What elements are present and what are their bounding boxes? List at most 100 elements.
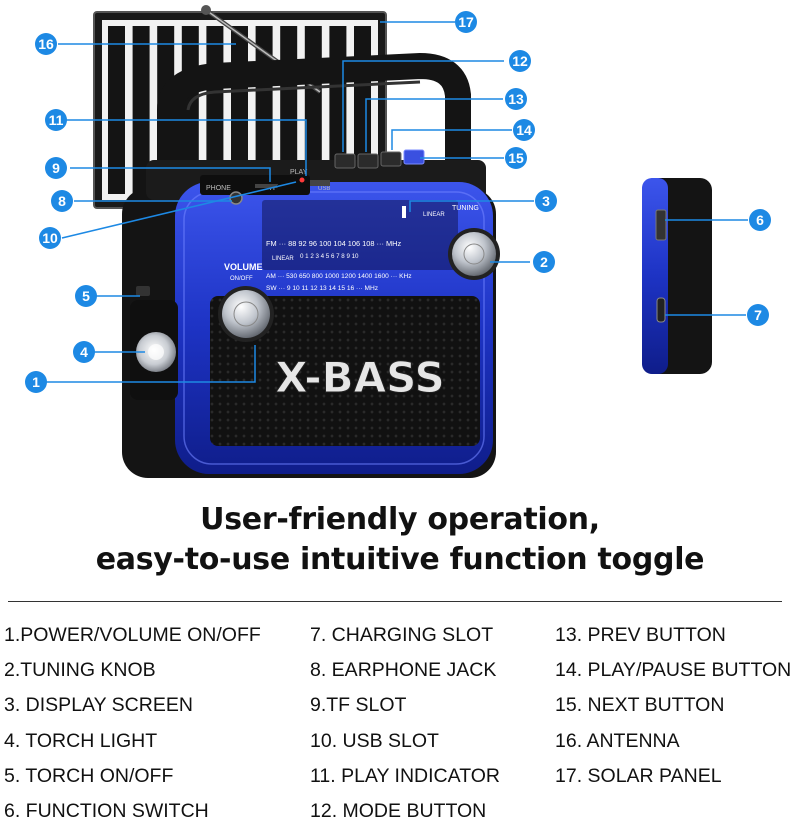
callout-badge-number: 10 (42, 230, 58, 246)
callout-badge-circle (455, 11, 477, 33)
legend-item: 11. PLAY INDICATOR (310, 764, 501, 787)
sw-scale-row: SW ··· 9 10 11 12 13 14 15 16 ··· MHz (266, 285, 378, 292)
usb-label: USB (318, 186, 330, 192)
torch-switch[interactable] (136, 286, 150, 296)
charging-slot[interactable] (656, 297, 666, 323)
tuning-pointer (402, 206, 406, 218)
legend-column-3: 13. PREV BUTTON 14. PLAY/PAUSE BUTTON 15… (555, 620, 791, 796)
side-view (642, 178, 712, 374)
volume-label: VOLUME (224, 262, 263, 272)
callout-badge-number: 11 (49, 112, 64, 128)
callout-leader-lines (46, 21, 748, 383)
callout-badge-9: 9 (45, 157, 67, 179)
legend-item: 13. PREV BUTTON (555, 624, 726, 646)
callout-badge-1: 1 (25, 371, 47, 393)
legend-item: 4. TORCH LIGHT (4, 729, 158, 752)
headline: User-friendly operation, easy-to-use int… (0, 500, 800, 580)
carry-handle (157, 52, 471, 165)
legend-column-2: 7. CHARGING SLOT 8. EARPHONE JACK 9.TF S… (310, 620, 500, 820)
tuning-knob[interactable] (448, 228, 500, 280)
legend-item: 1.POWER/VOLUME ON/OFF (4, 624, 261, 646)
am-scale-row: AM ··· 530 650 800 1000 1200 1400 1600 ·… (266, 273, 412, 280)
legend-item: 12. MODE BUTTON (310, 799, 487, 820)
fm-scale-row: FM ··· 88 92 96 100 104 106 108 ··· MHz (266, 239, 401, 248)
callout-badge-16: 16 (35, 33, 57, 55)
tuning-label: TUNING (452, 205, 479, 212)
brand-logo: X-BASS (275, 353, 445, 402)
callout-badge-number: 8 (58, 193, 66, 209)
legend-item: 2.TUNING KNOB (4, 659, 156, 682)
solar-cell (108, 26, 125, 194)
linear-right-label: LINEAR (423, 212, 445, 218)
callout-badge-number: 3 (542, 193, 550, 209)
callout-badge-5: 5 (75, 285, 97, 307)
radio-body (122, 160, 496, 478)
callout-badge-2: 2 (533, 251, 555, 273)
volume-sublabel: ON/OFF (230, 276, 253, 282)
callout-badge-number: 2 (540, 254, 548, 270)
legend-item: 17. SOLAR PANEL (555, 764, 722, 787)
callout-badge-number: 12 (512, 53, 528, 69)
callout-badge-number: 17 (458, 14, 474, 30)
callout-badge-circle (535, 190, 557, 212)
legend-item: 16. ANTENNA (555, 729, 680, 752)
function-switch[interactable] (655, 209, 667, 241)
callout-badge-3: 3 (535, 190, 557, 212)
callout-badge-number: 7 (754, 307, 762, 323)
usb-slot[interactable] (310, 180, 330, 186)
volume-knob[interactable] (218, 286, 274, 342)
legend-item: 15. NEXT BUTTON (555, 694, 725, 717)
legend-item: 5. TORCH ON/OFF (4, 764, 174, 787)
linear-scale-row: 0 1 2 3 4 5 6 7 8 9 10 (300, 253, 359, 260)
phone-label: PHONE (206, 185, 231, 192)
tf-slot[interactable] (255, 184, 277, 188)
callout-badge-circle (45, 157, 67, 179)
callout-badge-circle (45, 109, 67, 131)
prev-button[interactable] (357, 153, 379, 169)
callout-badge-circle (75, 285, 97, 307)
divider (8, 601, 782, 602)
callout-badge-14: 14 (513, 119, 535, 141)
legend-item: 10. USB SLOT (310, 729, 439, 752)
callout-badge-8: 8 (51, 190, 73, 212)
callout-badge-6: 6 (749, 209, 771, 231)
callout-badge-circle (505, 147, 527, 169)
callout-badge-circle (747, 304, 769, 326)
callout-badge-4: 4 (73, 341, 95, 363)
callout-badge-circle (749, 209, 771, 231)
callout-badge-circle (73, 341, 95, 363)
play-pause-button[interactable] (380, 151, 402, 167)
legend-item: 8. EARPHONE JACK (310, 659, 497, 682)
callout-badge-circle (35, 33, 57, 55)
headline-line-1: User-friendly operation, (200, 502, 600, 537)
callout-badge-circle (533, 251, 555, 273)
feature-legend: 1.POWER/VOLUME ON/OFF 2.TUNING KNOB 3. D… (0, 620, 800, 820)
callout-badge-circle (505, 88, 527, 110)
callout-badge-13: 13 (505, 88, 527, 110)
callout-badge-7: 7 (747, 304, 769, 326)
legend-item: 9.TF SLOT (310, 694, 407, 717)
callout-badge-circle (513, 119, 535, 141)
callout-badge-number: 13 (508, 91, 524, 107)
display-screen: FM ··· 88 92 96 100 104 106 108 ··· MHz … (262, 200, 458, 292)
mode-button[interactable] (334, 153, 356, 169)
play-label: PLAY (290, 169, 308, 176)
callout-badge-circle (509, 50, 531, 72)
linear-left-label: LINEAR (272, 256, 294, 262)
callout-badge-number: 1 (32, 374, 40, 390)
next-button[interactable] (403, 149, 425, 165)
torch-light (130, 300, 178, 400)
callout-badge-number: 16 (38, 36, 54, 52)
headline-line-2: easy-to-use intuitive function toggle (95, 542, 705, 577)
callout-badge-number: 6 (756, 212, 764, 228)
callout-badge-number: 4 (80, 344, 88, 360)
legend-item: 6. FUNCTION SWITCH (4, 799, 209, 820)
callout-badge-15: 15 (505, 147, 527, 169)
top-button-bar: PHONE TF PLAY USB (200, 149, 425, 205)
callout-badge-number: 15 (508, 150, 524, 166)
callout-badge-17: 17 (455, 11, 477, 33)
callout-badge-10: 10 (39, 227, 61, 249)
callout-badge-number: 5 (82, 288, 90, 304)
callout-badge-number: 14 (516, 122, 532, 138)
